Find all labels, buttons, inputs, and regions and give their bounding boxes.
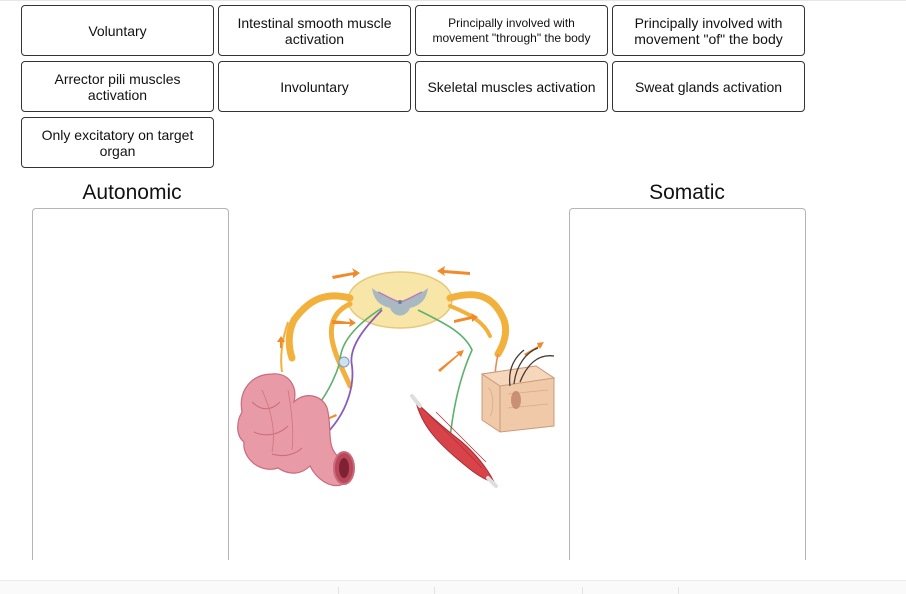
somatic-drop-zone[interactable] xyxy=(569,208,806,560)
footer-divider xyxy=(678,587,679,594)
tile-sweat-glands-activation[interactable]: Sweat glands activation xyxy=(612,61,805,112)
footer-bar xyxy=(0,580,906,594)
tile-arrector-pili-activation[interactable]: Arrector pili muscles activation xyxy=(21,61,214,112)
footer-divider xyxy=(582,587,583,594)
tile-involuntary[interactable]: Involuntary xyxy=(218,61,411,112)
tile-only-excitatory[interactable]: Only excitatory on target organ xyxy=(21,117,214,168)
top-divider xyxy=(0,0,906,1)
skin-section xyxy=(480,347,556,433)
footer-divider xyxy=(434,587,435,594)
tile-voluntary[interactable]: Voluntary xyxy=(21,5,214,56)
tile-movement-of-body[interactable]: Principally involved with movement "of" … xyxy=(612,5,805,56)
skeletal-muscle xyxy=(410,394,498,488)
autonomic-drop-zone[interactable] xyxy=(32,208,229,560)
autonomic-title: Autonomic xyxy=(82,181,182,204)
intestine xyxy=(237,373,355,487)
autonomic-nerve-pathway xyxy=(280,292,383,439)
tile-skeletal-muscles-activation[interactable]: Skeletal muscles activation xyxy=(415,61,608,112)
tile-movement-through-body[interactable]: Principally involved with movement "thro… xyxy=(415,5,608,56)
nervous-system-illustration xyxy=(237,266,556,488)
footer-divider xyxy=(338,587,339,594)
somatic-title: Somatic xyxy=(649,181,725,204)
tile-intestinal-smooth-muscle-activation[interactable]: Intestinal smooth muscle activation xyxy=(218,5,411,56)
